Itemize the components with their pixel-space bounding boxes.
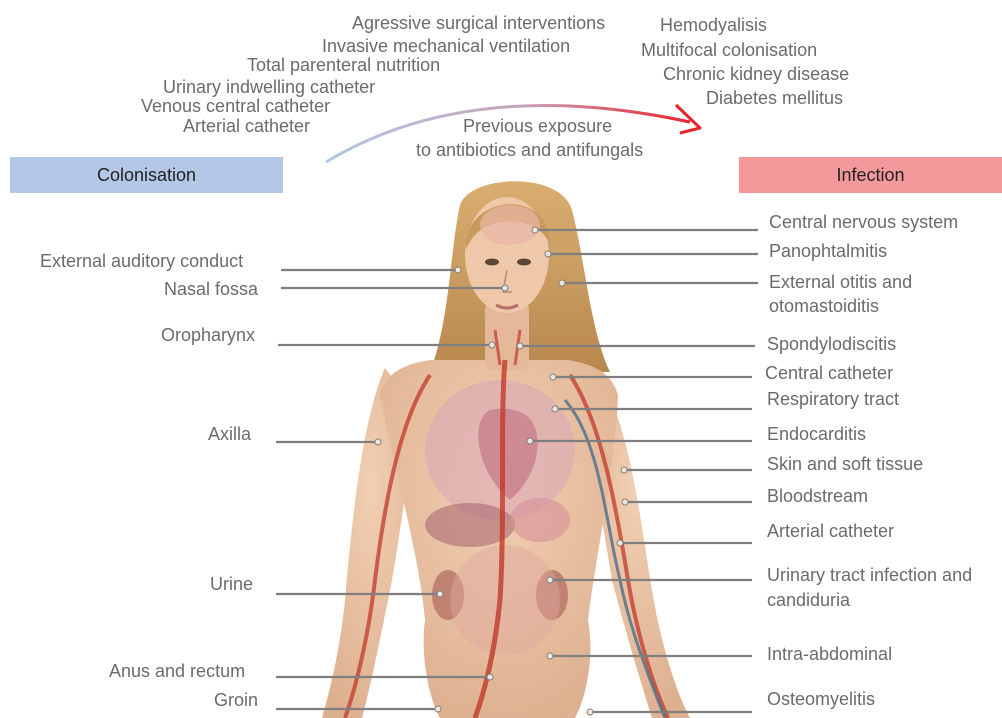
site-bloodstream: Bloodstream (767, 485, 868, 507)
site-osteomyelitis: Osteomyelitis (767, 688, 875, 710)
brain (480, 205, 540, 245)
site-arterial-catheter: Arterial catheter (767, 520, 894, 542)
risk-factor-venous-catheter: Venous central catheter (141, 96, 330, 117)
risk-factor-urinary-catheter: Urinary indwelling catheter (163, 77, 375, 98)
infection-banner: Infection (739, 157, 1002, 193)
left-eye (485, 259, 499, 266)
site-anus-rectum: Anus and rectum (109, 660, 245, 682)
right-eye (517, 259, 531, 266)
risk-factor-ventilation: Invasive mechanical ventilation (322, 36, 570, 57)
risk-factor-surgical: Agressive surgical interventions (352, 13, 605, 34)
risk-factor-hemodialysis: Hemodyalisis (660, 15, 767, 36)
risk-factor-multifocal: Multifocal colonisation (641, 40, 817, 61)
site-respiratory-tract: Respiratory tract (767, 388, 899, 410)
site-endocarditis: Endocarditis (767, 423, 866, 445)
risk-factor-diabetes: Diabetes mellitus (706, 88, 843, 109)
site-oropharynx: Oropharynx (161, 324, 255, 346)
site-axilla: Axilla (208, 423, 251, 445)
site-external-otitis-line2: otomastoiditis (769, 295, 879, 317)
site-panophtalmitis: Panophtalmitis (769, 240, 887, 262)
shared-factor-line2: to antibiotics and antifungals (416, 140, 643, 161)
site-urine: Urine (210, 573, 253, 595)
site-urinary-tract-line1: Urinary tract infection and (767, 564, 972, 586)
intestines (450, 545, 560, 655)
site-central-nervous-system: Central nervous system (769, 211, 958, 233)
risk-factor-kidney-disease: Chronic kidney disease (663, 64, 849, 85)
risk-factor-arterial-catheter: Arterial catheter (183, 116, 310, 137)
site-central-catheter: Central catheter (765, 362, 893, 384)
site-external-otitis-line1: External otitis and (769, 271, 912, 293)
site-urinary-tract-line2: candiduria (767, 589, 850, 611)
site-nasal-fossa: Nasal fossa (164, 278, 258, 300)
shared-factor-line1: Previous exposure (463, 116, 612, 137)
risk-factor-parenteral: Total parenteral nutrition (247, 55, 440, 76)
site-external-auditory-conduct: External auditory conduct (40, 250, 243, 272)
site-groin: Groin (214, 689, 258, 711)
site-spondylodiscitis: Spondylodiscitis (767, 333, 896, 355)
site-intra-abdominal: Intra-abdominal (767, 643, 892, 665)
stomach (510, 498, 570, 542)
site-skin-soft-tissue: Skin and soft tissue (767, 453, 923, 475)
colonisation-banner: Colonisation (10, 157, 283, 193)
